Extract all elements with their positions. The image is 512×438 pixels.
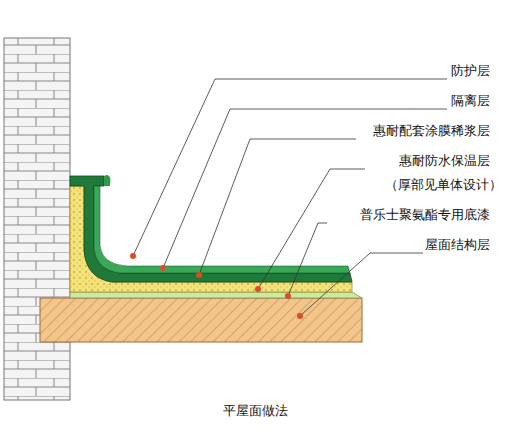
- membrane-layer: [70, 176, 352, 282]
- caption: 平屋面做法: [223, 402, 288, 420]
- label-insulation: 惠耐防水保温层: [399, 152, 490, 169]
- callout-dots: [130, 253, 303, 319]
- label-slurry: 惠耐配套涂膜稀浆层: [373, 122, 490, 139]
- primer-layer: [70, 292, 362, 298]
- label-protection: 防护层: [451, 62, 490, 79]
- label-thickness-note: （厚部见单体设计）: [385, 176, 502, 193]
- leader-lines: [133, 79, 447, 316]
- roof-slab: [40, 298, 362, 342]
- label-primer: 普乐士聚氨酯专用底漆: [360, 206, 490, 223]
- label-isolation: 隔离层: [451, 92, 490, 109]
- label-structure: 屋面结构层: [425, 236, 490, 253]
- brick-wall: [4, 38, 70, 400]
- membrane-lip: [104, 175, 110, 186]
